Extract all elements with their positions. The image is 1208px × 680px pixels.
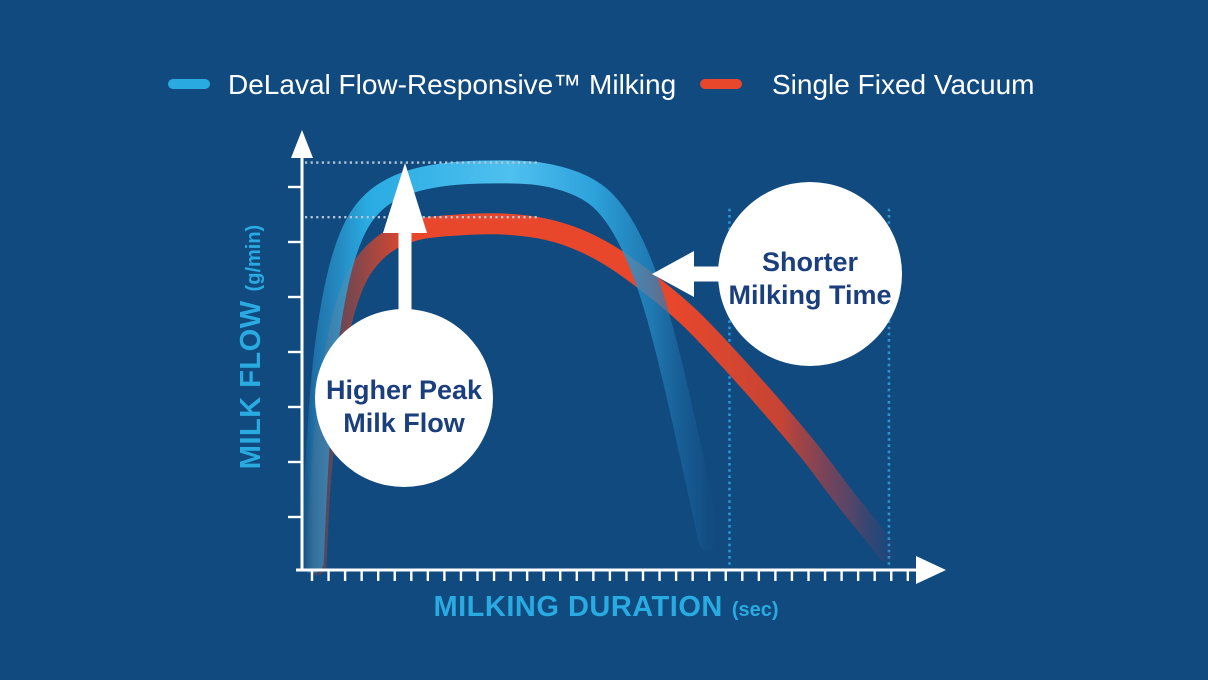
up-arrow-icon <box>383 163 427 320</box>
annotation-higher-peak: Higher Peak Milk Flow <box>315 163 493 487</box>
legend-swatch-fixed-vacuum <box>700 79 742 89</box>
curve-flow-responsive <box>300 160 722 574</box>
y-axis <box>288 130 313 571</box>
x-axis-label: MILKING DURATION(sec) <box>433 591 778 623</box>
y-axis-ticks <box>288 185 301 519</box>
legend: DeLaval Flow-Responsive™ Milking Single … <box>168 69 1035 100</box>
higher-peak-text-line1: Higher Peak <box>326 375 483 405</box>
annotation-shorter-time: Shorter Milking Time <box>652 182 902 366</box>
x-axis-arrow-icon <box>916 556 946 584</box>
legend-swatch-flow-responsive <box>168 79 210 89</box>
higher-peak-text-line2: Milk Flow <box>343 408 465 438</box>
legend-label-fixed-vacuum: Single Fixed Vacuum <box>772 69 1035 100</box>
higher-peak-circle <box>315 309 493 487</box>
x-axis <box>296 556 946 584</box>
y-axis-label: MILK FLOW(g/min) <box>235 225 267 469</box>
shorter-time-text-line2: Milking Time <box>728 280 891 310</box>
shorter-time-text-line1: Shorter <box>762 247 859 277</box>
legend-label-flow-responsive: DeLaval Flow-Responsive™ Milking <box>228 69 676 100</box>
y-axis-arrow-icon <box>291 130 313 158</box>
left-arrow-icon <box>652 251 730 297</box>
x-axis-ticks <box>310 571 909 581</box>
shorter-time-circle <box>718 182 902 366</box>
